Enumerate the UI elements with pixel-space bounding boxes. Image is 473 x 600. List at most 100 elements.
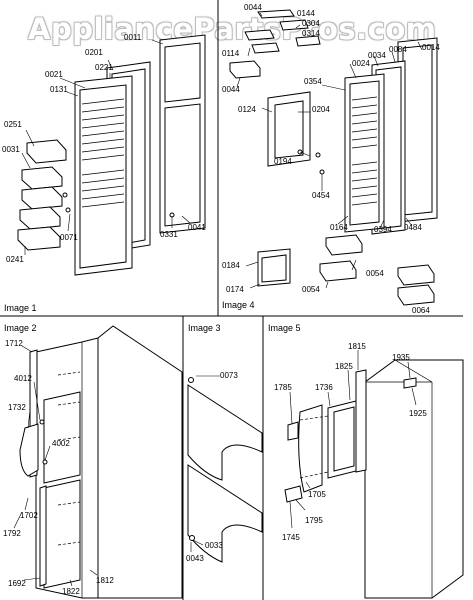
caption-image-4: Image 4 — [222, 300, 255, 310]
label-0084: 0084 — [389, 45, 407, 54]
label-1692: 1692 — [8, 579, 26, 588]
label-0221: 0221 — [95, 63, 113, 72]
label-0041: 0041 — [188, 223, 206, 232]
handle-cap — [287, 421, 299, 441]
label-0174: 0174 — [226, 285, 244, 294]
top-trim — [244, 29, 275, 41]
label-4002: 4002 — [52, 439, 70, 448]
label-0354: 0354 — [304, 77, 322, 86]
bin-small — [251, 42, 280, 54]
door-bin-c — [397, 264, 435, 286]
label-0044a: 0044 — [244, 3, 262, 12]
image-2-drawing: 1712 4012 1732 4002 1702 1792 1692 1822 … — [3, 325, 183, 599]
clip-1935 — [403, 377, 417, 389]
door-bin-5 — [17, 226, 61, 251]
label-1792: 1792 — [3, 529, 21, 538]
panel-dividers — [0, 0, 463, 600]
label-1745: 1745 — [282, 533, 300, 542]
label-0034: 0034 — [368, 51, 386, 60]
image-5-drawing: 1815 1935 1825 1785 1736 1925 1705 1795 … — [274, 342, 464, 599]
caption-image-1: Image 1 — [4, 303, 37, 313]
image-1-drawing: 0011 0201 0221 0021 0131 0251 0031 0071 … — [2, 33, 206, 276]
label-0073: 0073 — [220, 371, 238, 380]
door-bin-3 — [21, 186, 63, 210]
image-4-leaders — [236, 12, 423, 289]
label-1822: 1822 — [62, 587, 80, 596]
label-0044: 0044 — [222, 85, 240, 94]
door-bin-4 — [19, 206, 61, 230]
image-5-leaders — [289, 350, 417, 529]
label-0194: 0194 — [274, 157, 292, 166]
label-0114: 0114 — [222, 49, 240, 58]
label-0484: 0484 — [404, 223, 422, 232]
label-1925: 1925 — [409, 409, 427, 418]
handle-5 — [298, 404, 323, 493]
cabinet-side — [97, 325, 183, 599]
label-0064: 0064 — [412, 306, 430, 315]
dispenser-opening — [274, 100, 304, 159]
label-1825: 1825 — [335, 362, 353, 371]
top-rail — [257, 9, 295, 19]
door-bin-2 — [21, 166, 63, 190]
door-panel-5-inner — [333, 406, 355, 472]
screws — [62, 192, 175, 218]
label-1795: 1795 — [305, 516, 323, 525]
label-4012: 4012 — [14, 374, 32, 383]
image-3-leaders — [190, 375, 220, 552]
bracket-inner — [261, 254, 287, 283]
label-0014: 0014 — [422, 43, 440, 52]
label-1712: 1712 — [5, 339, 23, 348]
caption-image-3: Image 3 — [188, 323, 221, 333]
label-0184: 0184 — [222, 261, 240, 270]
label-0131: 0131 — [50, 85, 68, 94]
door-bins — [17, 139, 67, 251]
label-0033: 0033 — [205, 541, 223, 550]
handle — [19, 423, 39, 477]
handle-cap-lower — [284, 485, 303, 503]
liner-shelf-ridges — [81, 98, 125, 208]
image-1-leaders — [21, 39, 191, 255]
top-clip-2 — [295, 35, 321, 47]
label-0071: 0071 — [60, 233, 78, 242]
label-0054a: 0054 — [366, 269, 384, 278]
label-0241: 0241 — [6, 255, 24, 264]
label-0314: 0314 — [302, 29, 320, 38]
image-3-drawing: 0073 0033 0043 — [186, 371, 263, 563]
watermark: AppliancePartsPros.com — [28, 12, 437, 46]
label-0021: 0021 — [45, 70, 63, 79]
image-4-drawing: 0044 0144 0304 0314 0114 0044 0034 0024 … — [222, 3, 440, 315]
label-0031: 0031 — [2, 145, 20, 154]
label-1785: 1785 — [274, 383, 292, 392]
ff-liner-inner — [349, 80, 380, 226]
label-0304: 0304 — [302, 19, 320, 28]
ff-liner-ridges — [351, 96, 378, 206]
label-0144: 0144 — [297, 9, 315, 18]
label-1812: 1812 — [96, 576, 114, 585]
label-0454: 0454 — [312, 191, 330, 200]
image-2-dashes — [57, 371, 81, 546]
trim-5 — [355, 369, 367, 473]
door-bin-b — [319, 260, 357, 282]
label-0024: 0024 — [352, 59, 370, 68]
lower-hinge-cover — [187, 464, 263, 563]
label-1732: 1732 — [8, 403, 26, 412]
label-0043: 0043 — [186, 554, 204, 563]
dairy-bin — [229, 60, 261, 79]
door-outer-window-lower — [164, 103, 201, 227]
caption-image-5: Image 5 — [268, 323, 301, 333]
label-0394: 0394 — [374, 225, 392, 234]
door-bin-d — [397, 284, 435, 306]
caption-image-2: Image 2 — [4, 323, 37, 333]
lower-trim — [39, 485, 47, 587]
door-outer-window — [164, 42, 201, 103]
label-0251: 0251 — [4, 120, 22, 129]
door-upper-section — [43, 391, 81, 484]
label-1736: 1736 — [315, 383, 333, 392]
label-1935: 1935 — [392, 353, 410, 362]
door-bin-a — [325, 234, 363, 256]
top-clip — [279, 19, 309, 31]
label-0124: 0124 — [238, 105, 256, 114]
door-liner-inner — [79, 84, 127, 269]
